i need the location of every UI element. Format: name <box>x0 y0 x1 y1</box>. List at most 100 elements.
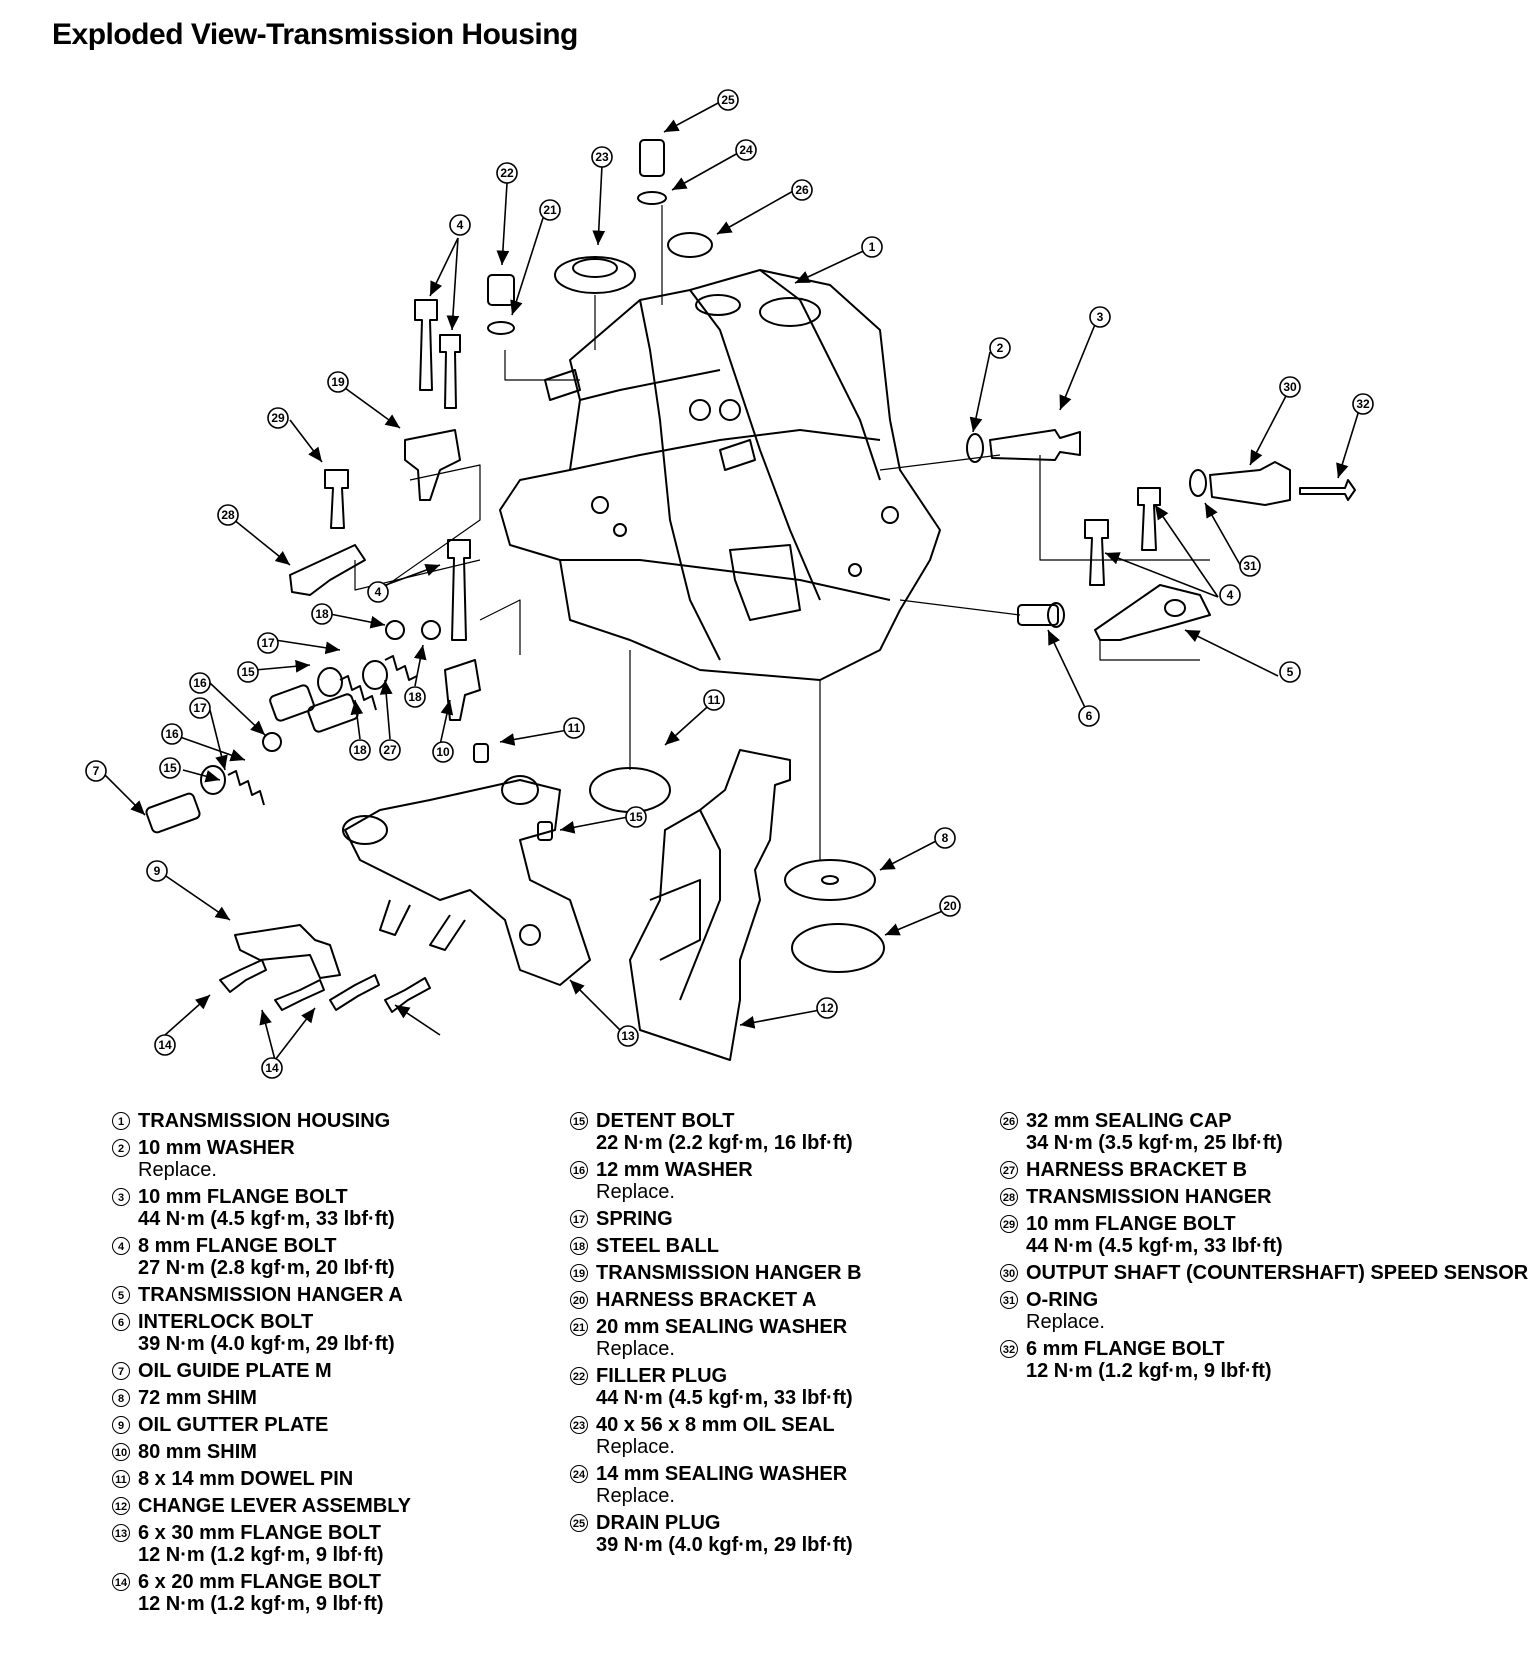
legend-number-badge: 20 <box>570 1291 588 1309</box>
callout-circle <box>617 1025 639 1047</box>
callout-circle <box>1279 661 1301 683</box>
legend-replace-note: Replace. <box>596 1181 675 1203</box>
callout-circle <box>539 199 561 221</box>
callout-number-4: 4 <box>457 218 464 232</box>
callout-circle <box>703 689 725 711</box>
callout-circle <box>146 860 168 882</box>
legend-replace-note: Replace. <box>596 1338 675 1360</box>
callout-circle <box>496 162 518 184</box>
legend-torque-spec: 39 N·m (4.0 kgf·m, 29 lbf·ft) <box>596 1534 853 1556</box>
callout-number-15: 15 <box>629 810 643 824</box>
callout-circle <box>1279 376 1301 398</box>
callout-circle <box>379 739 401 761</box>
legend-part-name: OIL GUIDE PLATE M <box>138 1360 332 1382</box>
callout-circle <box>404 686 426 708</box>
callout-number-14: 14 <box>158 1038 172 1052</box>
legend-item-28: 28 TRANSMISSION HANGER <box>1000 1186 1528 1208</box>
callout-number-11: 11 <box>708 693 721 707</box>
callout-numbers: 2524262322211432303219292843145618171518… <box>85 89 1374 1079</box>
callout-number-4: 4 <box>375 585 382 599</box>
callout-number-12: 12 <box>820 1001 834 1015</box>
legend-part-name: 10 mm WASHER <box>138 1137 295 1159</box>
page-title: Exploded View-Transmission Housing <box>52 18 578 51</box>
callout-circle <box>1219 584 1241 606</box>
legend-torque-spec: 12 N·m (1.2 kgf·m, 9 lbf·ft) <box>138 1593 384 1615</box>
legend-number-badge: 25 <box>570 1514 588 1532</box>
legend-number-badge: 18 <box>570 1237 588 1255</box>
legend-torque-spec: 44 N·m (4.5 kgf·m, 33 lbf·ft) <box>596 1387 853 1409</box>
callout-circle <box>989 337 1011 359</box>
legend-number-badge: 32 <box>1000 1340 1018 1358</box>
callout-circle <box>939 895 961 917</box>
callout-number-23: 23 <box>595 150 609 164</box>
legend-part-name: TRANSMISSION HANGER B <box>596 1262 862 1284</box>
callout-circle <box>449 214 471 236</box>
transmission-housing-drawing <box>499 269 941 681</box>
callout-number-1: 1 <box>869 240 876 254</box>
legend-replace-note: Replace. <box>138 1159 217 1181</box>
legend-replace-note: Replace. <box>596 1485 675 1507</box>
callout-circle <box>159 757 181 779</box>
callout-circle <box>257 632 279 654</box>
legend-part-name: 6 x 20 mm FLANGE BOLT <box>138 1571 382 1593</box>
callout-number-18: 18 <box>353 743 367 757</box>
legend-replace-note: Replace. <box>596 1436 675 1458</box>
callout-number-11: 11 <box>568 721 581 735</box>
legend-part-name: TRANSMISSION HANGER <box>1026 1186 1272 1208</box>
callout-number-25: 25 <box>721 93 735 107</box>
callout-circle <box>217 504 239 526</box>
callout-number-18: 18 <box>315 607 329 621</box>
legend-number-badge: 30 <box>1000 1264 1018 1282</box>
legend-part-name: TRANSMISSION HOUSING <box>138 1110 391 1132</box>
legend-number-badge: 13 <box>112 1524 130 1542</box>
callout-number-17: 17 <box>193 701 207 715</box>
legend-part-name: 10 mm FLANGE BOLT <box>1026 1213 1236 1235</box>
legend-part-name: HARNESS BRACKET B <box>1026 1159 1248 1181</box>
callout-number-16: 16 <box>165 727 179 741</box>
change-lever-assembly-drawing <box>342 775 591 986</box>
callout-circle <box>625 806 647 828</box>
callout-number-15: 15 <box>241 665 255 679</box>
callout-number-22: 22 <box>500 166 514 180</box>
legend-number-badge: 26 <box>1000 1112 1018 1130</box>
legend-number-badge: 4 <box>112 1237 130 1255</box>
callout-circle <box>735 139 757 161</box>
legend-replace-note: Replace. <box>1026 1311 1105 1333</box>
legend-torque-spec: 44 N·m (4.5 kgf·m, 33 lbf·ft) <box>138 1208 395 1230</box>
legend-number-badge: 6 <box>112 1313 130 1331</box>
legend-number-badge: 23 <box>570 1416 588 1434</box>
legend-number-badge: 11 <box>112 1470 130 1488</box>
callout-circle <box>432 741 454 763</box>
callout-circle <box>816 997 838 1019</box>
callout-circle <box>367 581 389 603</box>
callout-number-17: 17 <box>261 636 275 650</box>
callout-circle <box>591 146 613 168</box>
legend-part-name: 12 mm WASHER <box>596 1159 753 1181</box>
legend-number-badge: 28 <box>1000 1188 1018 1206</box>
legend-number-badge: 14 <box>112 1573 130 1591</box>
callout-number-5: 5 <box>1287 665 1294 679</box>
callout-circle <box>154 1034 176 1056</box>
callout-circle <box>161 723 183 745</box>
callout-circle <box>791 179 813 201</box>
legend-torque-spec: 12 N·m (1.2 kgf·m, 9 lbf·ft) <box>138 1544 384 1566</box>
callout-number-13: 13 <box>621 1029 635 1043</box>
legend-part-name: CHANGE LEVER ASSEMBLY <box>138 1495 412 1517</box>
callout-number-26: 26 <box>795 183 809 197</box>
